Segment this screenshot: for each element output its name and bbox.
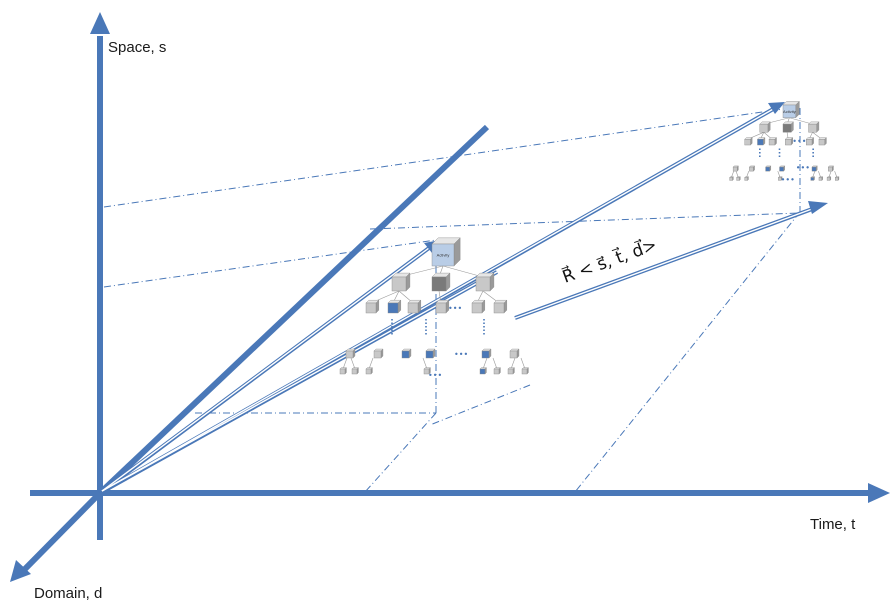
domain-axis-arrowhead: [10, 560, 31, 582]
action-cube: [509, 348, 520, 359]
task-cube: [759, 121, 771, 133]
time-axis-label: Time, t: [810, 516, 856, 533]
tree-edge: [482, 357, 488, 370]
action-cube: [779, 165, 786, 172]
tree-edge: [834, 171, 838, 178]
ellipsis-dots: •••: [454, 350, 468, 359]
ellipsis-dots: •••: [781, 176, 795, 185]
action-cube: [811, 165, 818, 172]
action-cube: [732, 165, 739, 172]
subtask-cube: [435, 299, 450, 314]
leaf-cube: [507, 367, 515, 375]
action-cube: [765, 165, 772, 172]
tree-edge: [777, 171, 781, 178]
tree-edge: [422, 357, 428, 370]
subtask-cube: [805, 137, 815, 146]
tree-edge: [350, 357, 356, 370]
vector-label: R⃗ < s⃗, t⃗, d⃗>: [559, 234, 659, 288]
tree-edge: [735, 171, 739, 178]
leaf-cube: [365, 367, 373, 375]
vectors: [98, 102, 828, 495]
tree-edge: [731, 171, 734, 178]
tree-edge: [746, 171, 750, 178]
subtask-cube: [818, 137, 827, 146]
root-cube: Activity: [431, 237, 461, 267]
task-cube: [808, 121, 820, 133]
leaf-cube: [777, 176, 783, 181]
subtask-cube: [744, 137, 753, 146]
activity-tree-far: Activity•••••••••: [729, 100, 840, 185]
leaf-cube: [826, 176, 832, 181]
tree-edge: [789, 117, 813, 125]
tree-edge: [812, 171, 816, 178]
domain-axis-label: Domain, d: [34, 585, 102, 602]
axes: [10, 12, 890, 582]
time-axis-arrowhead: [868, 483, 890, 503]
leaf-cube: [729, 176, 734, 181]
action-cube: [345, 348, 356, 359]
leaf-cube: [479, 367, 487, 375]
root-cube-label: Activity: [437, 253, 450, 258]
task-cube: [391, 272, 411, 292]
leaf-cube: [521, 367, 529, 375]
root-cube: Activity: [782, 100, 800, 119]
ellipsis-dots: •••: [796, 164, 810, 173]
tree-edge: [510, 357, 516, 370]
leaf-cube: [736, 176, 741, 181]
domain-axis: [21, 490, 103, 573]
thick-diagonal: [97, 124, 490, 496]
tree-edge: [828, 171, 832, 178]
tree-edge: [342, 357, 348, 370]
action-cube: [401, 348, 412, 359]
subtask-cube: [365, 299, 380, 314]
space-axis-arrowhead: [90, 12, 110, 34]
leaf-cube: [810, 176, 816, 181]
subtask-cube: [784, 137, 794, 146]
tree-edge: [442, 265, 484, 278]
tree-edge: [492, 357, 498, 370]
subtask-cube: [768, 137, 777, 146]
tree-edge: [520, 357, 526, 370]
leaf-cube: [818, 176, 824, 181]
ellipsis-dots: •••: [792, 137, 806, 146]
projection-lines: [103, 107, 801, 493]
action-cube: [425, 348, 436, 359]
subtask-cube: [756, 137, 766, 146]
subtask-cube: [471, 299, 486, 314]
activity-tree-near: Activity ••• ••• •••: [339, 237, 529, 380]
leaf-cube: [423, 367, 431, 375]
leaf-cube: [834, 176, 840, 181]
action-cube: [748, 165, 756, 172]
tree-edge: [368, 357, 374, 370]
subtask-cube: [407, 299, 422, 314]
action-cube: [373, 348, 384, 359]
leaf-cube: [351, 367, 359, 375]
leaf-cube: [339, 367, 347, 375]
root-cube-label: Activity: [783, 109, 796, 114]
leaf-cube: [493, 367, 501, 375]
leaf-cube: [744, 176, 749, 181]
task-cube: [475, 272, 495, 292]
subtask-cube: [387, 299, 402, 314]
action-cube: [827, 165, 834, 172]
task-cube: [431, 272, 451, 292]
task-cube: [782, 121, 794, 133]
ellipsis-dots: •••: [448, 304, 462, 313]
subtask-cube: [493, 299, 508, 314]
tree-edge: [818, 171, 821, 178]
action-cube: [481, 348, 492, 359]
ellipsis-dots: •••: [428, 371, 442, 380]
space-axis-label: Space, s: [108, 39, 166, 56]
